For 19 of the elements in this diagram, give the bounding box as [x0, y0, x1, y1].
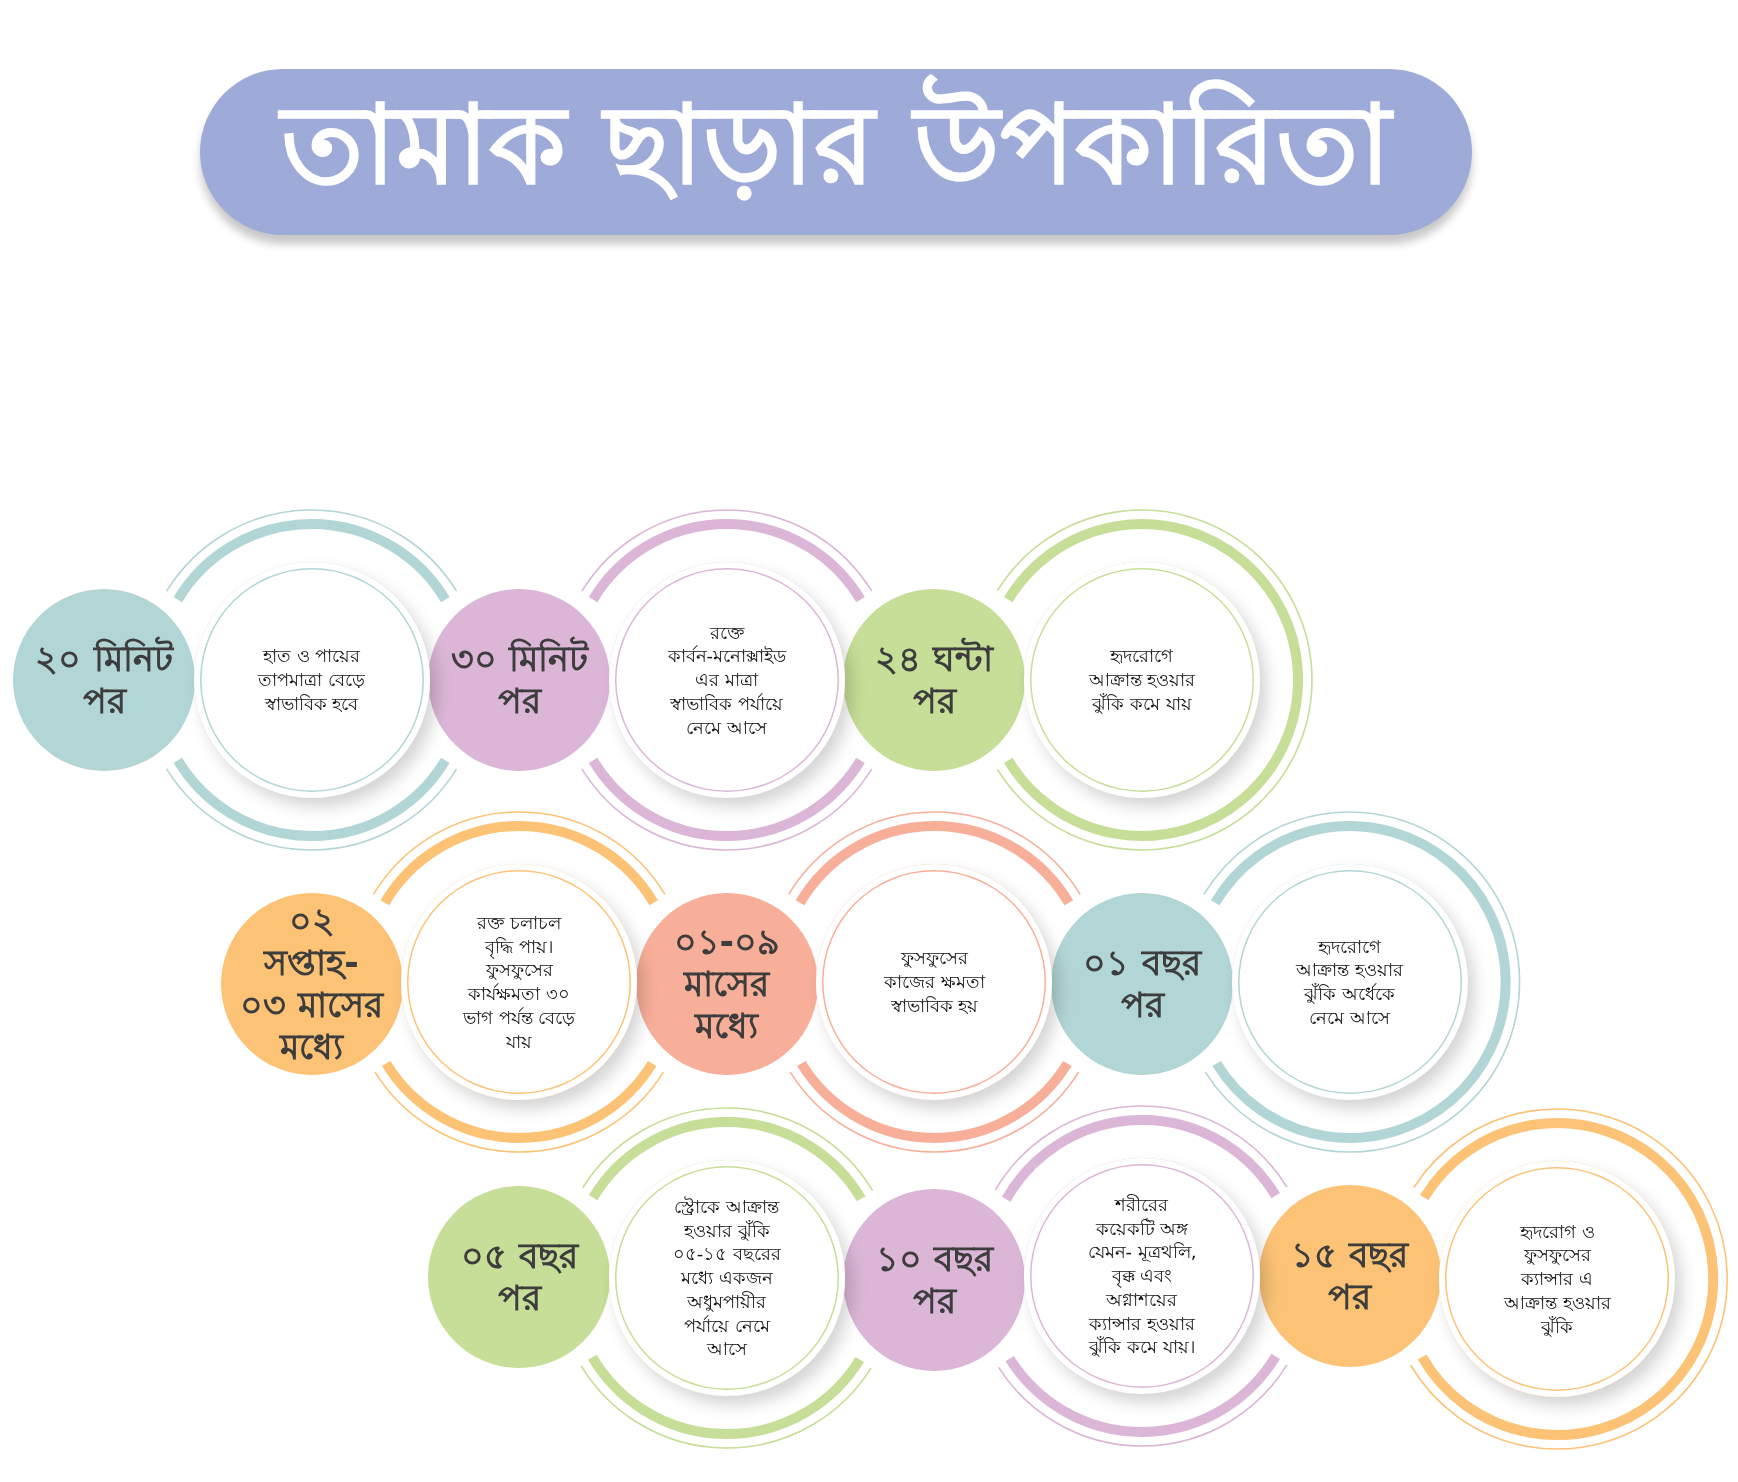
time-circle: ০১-০৯ মাসের মধ্যে	[635, 893, 818, 1075]
time-circle: ০৫ বছর পর	[428, 1186, 611, 1368]
time-circle: ৩০ মিনিট পর	[428, 589, 611, 771]
description-circle: ফুসফুসের কাজের ক্ষমতা স্বাভাবিক হয়	[816, 864, 1053, 1100]
title-banner: তামাক ছাড়ার উপকারিতা	[200, 69, 1472, 235]
description-circle: শরীরের কয়েকটি অঙ্গ যেমন- মূত্রথলি, বৃক্ক এবং অগ্নাশয়ের ক্যান্সার হওয়ার ঝুঁকি কমে যায়।	[1024, 1158, 1260, 1394]
description-circle: হৃদরোগে আক্রান্ত হওয়ার ঝুঁকি কমে যায়	[1024, 562, 1260, 798]
time-circle: ০২ সপ্তাহ- ০৩ মাসের মধ্যে	[220, 893, 403, 1075]
description-circle: হাত ও পায়ের তাপমাত্রা বেড়ে স্বাভাবিক হবে	[193, 562, 430, 798]
time-circle: ২৪ ঘন্টা পর	[843, 589, 1026, 771]
time-circle: ১৫ বছর পর	[1258, 1185, 1441, 1367]
description-circle: হৃদরোগে আক্রান্ত হওয়ার ঝুঁকি অর্ধেকে নেমে আসে	[1231, 864, 1468, 1100]
time-circle: ০১ বছর পর	[1051, 893, 1233, 1075]
time-circle: ২০ মিনিট পর	[13, 589, 195, 771]
description-circle: স্ট্রোকে আক্রান্ত হওয়ার ঝুঁকি ০৫-১৫ বছরের মধ্যে একজন অধুমপায়ীর পর্যায়ে নেমে আসে	[608, 1160, 845, 1396]
description-circle: হৃদরোগ ও ফুসফুসের ক্যান্সার এ আক্রান্ত হওয়ার ঝুঁকি	[1439, 1161, 1676, 1397]
description-circle: রক্তে কার্বন-মনোক্সাইড এর মাত্রা স্বাভাবিক পর্যায়ে নেমে আসে	[608, 562, 845, 798]
time-circle: ১০ বছর পর	[843, 1189, 1026, 1371]
description-circle: রক্ত চলাচল বৃদ্ধি পায়। ফুসফুসের কার্যক্ষমতা ৩০ ভাগ পর্যন্ত বেড়ে যায়	[401, 864, 638, 1100]
